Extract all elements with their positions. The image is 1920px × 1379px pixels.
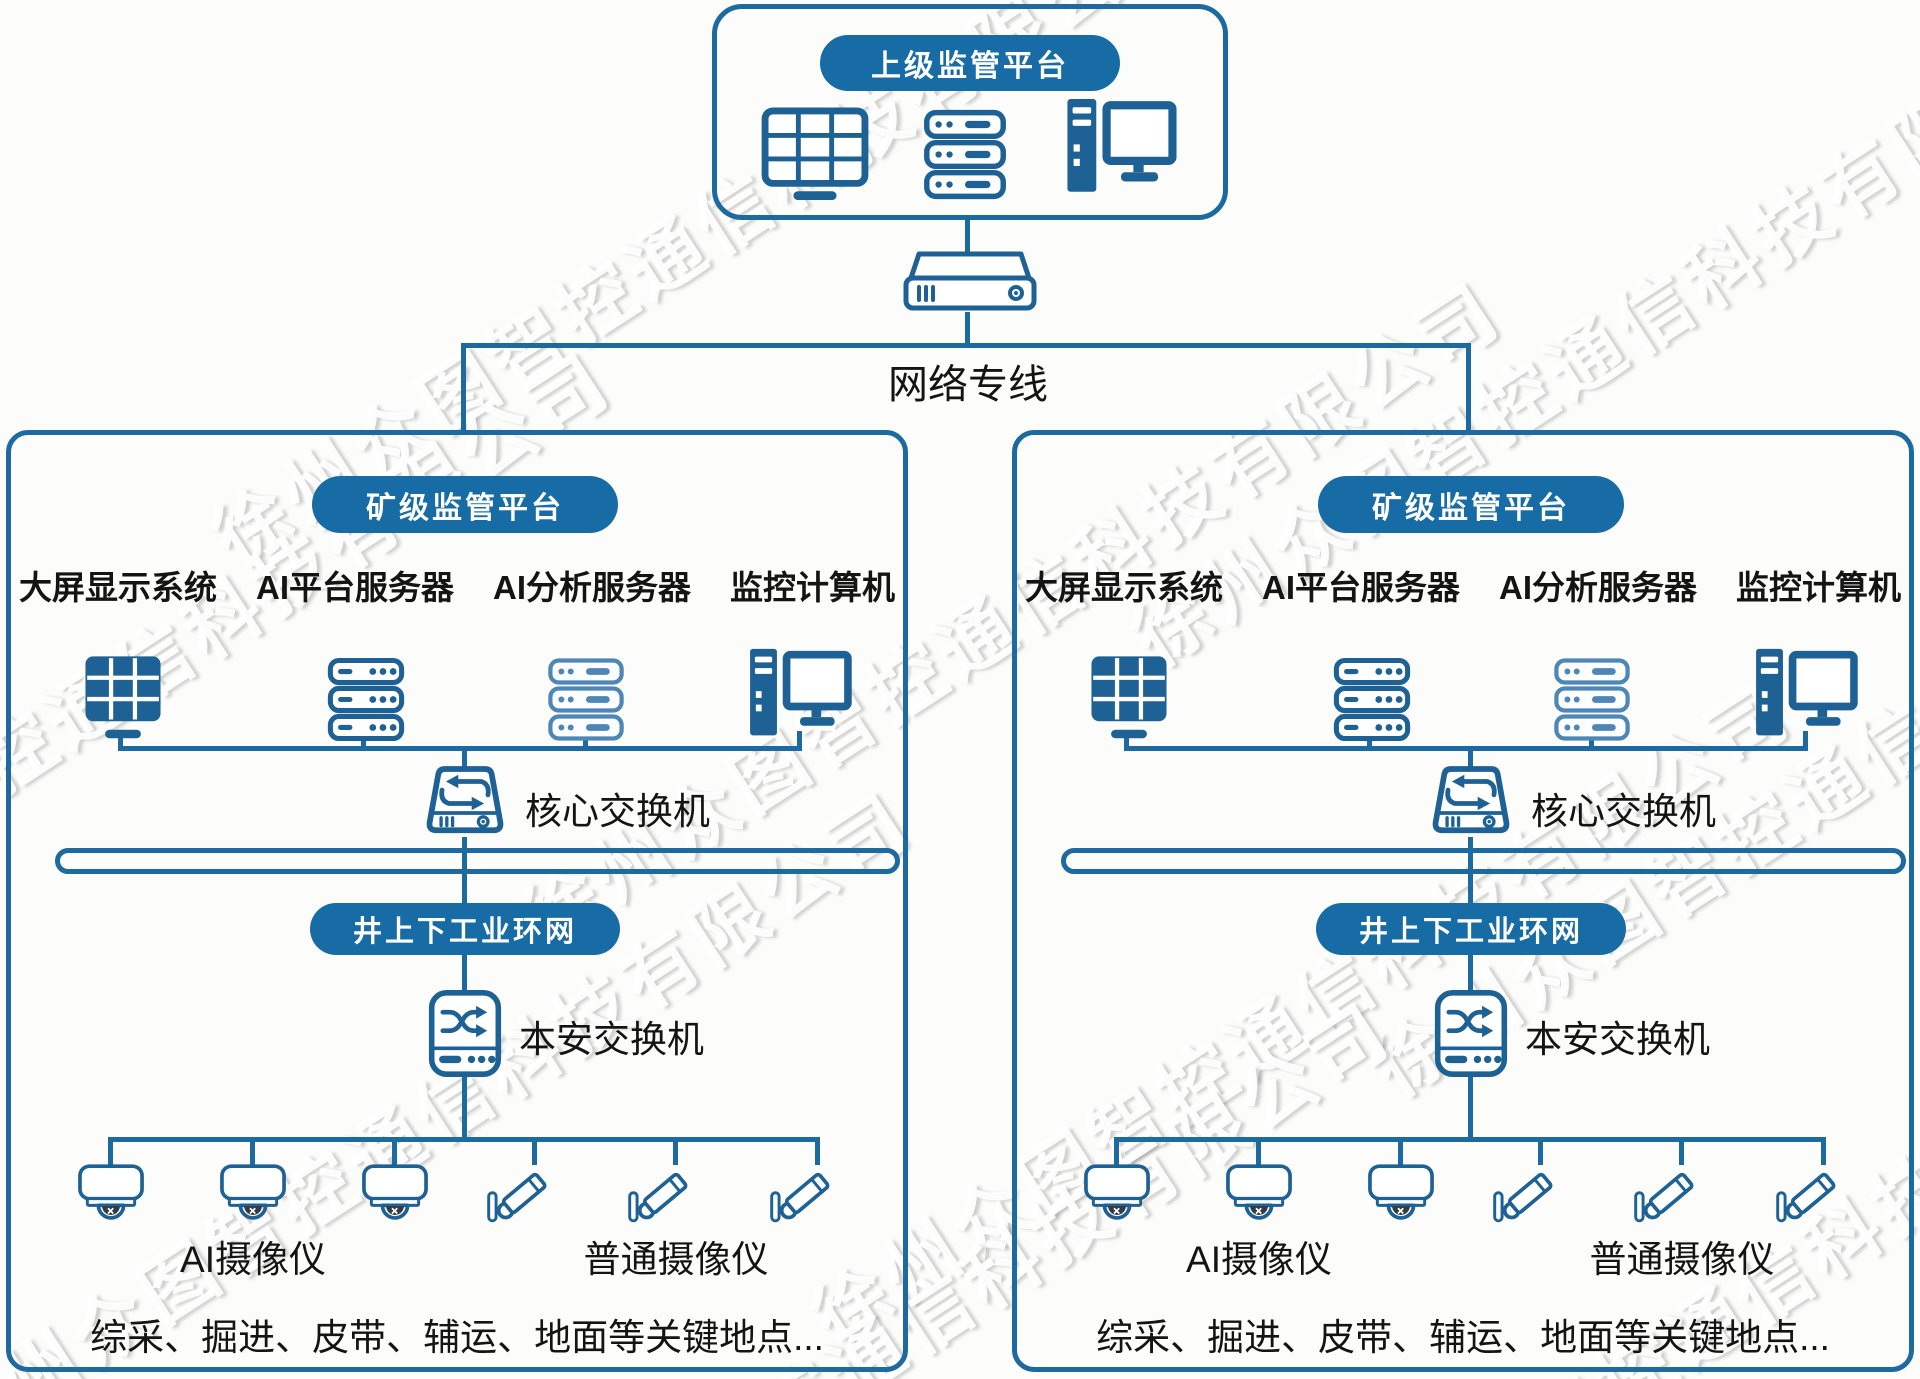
device-label-display-wall: 大屏显示系统: [19, 569, 217, 606]
normal-camera-label: 普通摄像仪: [1589, 1239, 1775, 1280]
device-labels-row: 大屏显示系统 AI平台服务器 AI分析服务器 监控计算机: [11, 561, 903, 609]
connector-line: [1679, 1139, 1684, 1165]
connector-line: [1821, 1139, 1826, 1165]
connector-line: [250, 1139, 255, 1169]
mine-platform-badge: 矿级监管平台: [1318, 476, 1624, 533]
key-locations-label: 综采、掘进、皮带、辅运、地面等关键地点...: [90, 1317, 824, 1358]
ai-analysis-server-icon: [1553, 657, 1631, 742]
device-label-ai-platform-server: AI平台服务器: [256, 569, 454, 606]
dome-camera-icon: [361, 1163, 429, 1227]
normal-camera-label: 普通摄像仪: [583, 1239, 769, 1280]
bullet-camera-icon: [626, 1157, 694, 1227]
device-label-ai-platform-server: AI平台服务器: [1262, 569, 1460, 606]
ring-network-badge: 井上下工业环网: [310, 903, 620, 955]
connector-line: [462, 749, 467, 771]
ai-analysis-server-icon: [547, 657, 625, 742]
core-switch-icon: [421, 765, 509, 840]
workstation-icon: [748, 647, 852, 743]
device-labels-row: 大屏显示系统 AI平台服务器 AI分析服务器 监控计算机: [1017, 561, 1909, 609]
safe-switch-label: 本安交换机: [519, 1019, 704, 1060]
ring-network-badge: 井上下工业环网: [1316, 903, 1626, 955]
device-bus-line: [1124, 746, 1808, 751]
mine-platform-badge: 矿级监管平台: [312, 476, 618, 533]
connector-line: [1468, 749, 1473, 771]
core-switch-label: 核心交换机: [525, 791, 710, 832]
device-label-ai-analysis-server: AI分析服务器: [1499, 569, 1697, 606]
bullet-camera-icon: [1774, 1157, 1842, 1227]
mine-platform-box-left: 矿级监管平台 大屏显示系统 AI平台服务器 AI分析服务器 监控计算机 核心交换…: [6, 430, 908, 1372]
superior-platform-box: 上级监管平台: [712, 4, 1228, 220]
ring-network-badge-label: 井上下工业环网: [1358, 916, 1583, 948]
bullet-camera-icon: [1491, 1157, 1559, 1227]
connector-line: [462, 953, 467, 991]
bullet-camera-icon: [485, 1157, 553, 1227]
dome-camera-icon: [1083, 1163, 1151, 1227]
ring-network-bar: [55, 848, 900, 874]
connector-line: [815, 1139, 820, 1165]
connector-line: [462, 1076, 467, 1139]
mine-platform-badge-label: 矿级监管平台: [1372, 491, 1570, 525]
superior-platform-badge: 上级监管平台: [820, 35, 1120, 91]
workstation-icon: [1754, 647, 1858, 743]
workstation-icon: [1065, 97, 1177, 200]
connector-line: [1538, 1139, 1543, 1165]
display-wall-icon: [82, 653, 164, 740]
connector-line: [461, 343, 466, 435]
connector-line: [1114, 1139, 1119, 1169]
safe-switch-icon: [1434, 989, 1508, 1078]
bullet-camera-icon: [768, 1157, 836, 1227]
superior-platform-icons: [717, 9, 1223, 215]
ai-platform-server-icon: [1333, 657, 1411, 742]
ai-camera-label: AI摄像仪: [180, 1239, 326, 1280]
dome-camera-icon: [1225, 1163, 1293, 1227]
connector-line: [1468, 953, 1473, 991]
safe-switch-icon: [428, 989, 502, 1078]
safe-switch-label: 本安交换机: [1525, 1019, 1710, 1060]
router-icon: [903, 250, 1037, 314]
mine-platform-box-right: 矿级监管平台 大屏显示系统 AI平台服务器 AI分析服务器 监控计算机 核心交换…: [1012, 430, 1914, 1372]
mine-platform-badge-label: 矿级监管平台: [366, 491, 564, 525]
ai-camera-label: AI摄像仪: [1186, 1239, 1332, 1280]
camera-bus-line: [108, 1137, 820, 1142]
device-label-display-wall: 大屏显示系统: [1025, 569, 1223, 606]
connector-line: [1466, 343, 1471, 435]
server-icon: [923, 109, 1007, 200]
superior-platform-badge-label: 上级监管平台: [871, 50, 1069, 83]
connector-line: [1468, 1076, 1473, 1139]
dome-camera-icon: [77, 1163, 145, 1227]
connector-line: [797, 731, 802, 749]
key-locations-label: 综采、掘进、皮带、辅运、地面等关键地点...: [1096, 1317, 1830, 1358]
network-line: [461, 343, 1471, 348]
device-label-monitor-pc: 监控计算机: [730, 569, 895, 606]
connector-line: [1256, 1139, 1261, 1169]
display-wall-icon: [761, 107, 869, 201]
network-line-label: 网络专线: [888, 363, 1048, 407]
connector-line: [392, 1139, 397, 1169]
connector-line: [1803, 731, 1808, 749]
dome-camera-icon: [219, 1163, 287, 1227]
core-switch-label: 核心交换机: [1531, 791, 1716, 832]
connector-line: [1124, 731, 1129, 749]
camera-bus-line: [1114, 1137, 1826, 1142]
connector-line: [1398, 1139, 1403, 1169]
bullet-camera-icon: [1632, 1157, 1700, 1227]
connector-line: [118, 731, 123, 749]
ring-network-bar: [1061, 848, 1906, 874]
dome-camera-icon: [1367, 1163, 1435, 1227]
connector-line: [673, 1139, 678, 1165]
connector-line: [965, 218, 970, 252]
device-label-ai-analysis-server: AI分析服务器: [493, 569, 691, 606]
ai-platform-server-icon: [327, 657, 405, 742]
core-switch-icon: [1427, 765, 1515, 840]
device-bus-line: [118, 746, 802, 751]
connector-line: [965, 312, 970, 345]
connector-line: [108, 1139, 113, 1169]
connector-line: [532, 1139, 537, 1165]
display-wall-icon: [1088, 653, 1170, 740]
ring-network-badge-label: 井上下工业环网: [352, 916, 577, 948]
device-label-monitor-pc: 监控计算机: [1736, 569, 1901, 606]
